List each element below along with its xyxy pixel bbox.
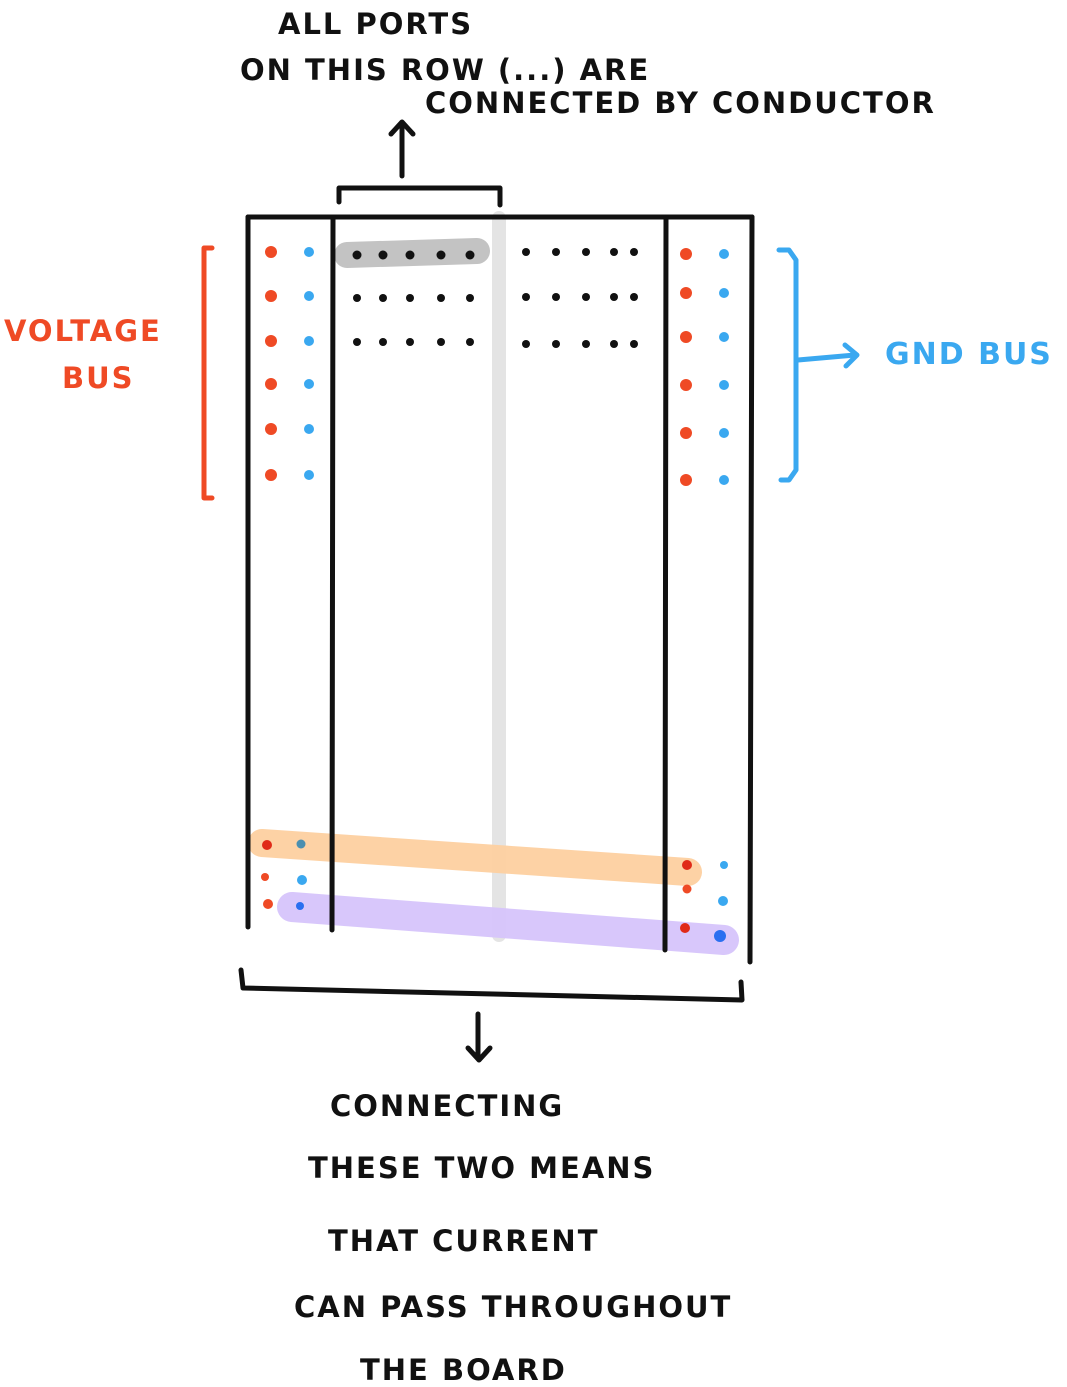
ground-port — [296, 839, 306, 849]
voltage-port — [265, 290, 277, 302]
voltage-port — [680, 379, 692, 391]
voltage-port — [680, 248, 692, 260]
bottom-annotation: CONNECTING THESE TWO MEANS THAT CURRENT … — [294, 1089, 732, 1387]
voltage-port — [680, 474, 692, 486]
voltage-port — [263, 899, 273, 909]
terminal-port — [552, 340, 560, 348]
ground-port — [304, 379, 314, 389]
voltage-port — [680, 331, 692, 343]
voltage-port — [261, 873, 269, 881]
terminal-port — [406, 338, 414, 346]
ground-port — [719, 249, 729, 259]
ground-port — [304, 470, 314, 480]
terminal-port — [406, 294, 414, 302]
voltage-port — [265, 469, 277, 481]
ground-port — [720, 861, 728, 869]
voltage-port — [265, 335, 277, 347]
terminal-port — [353, 338, 361, 346]
top-annotation: ALL PORTS ON THIS ROW (...) ARE CONNECTE… — [240, 7, 936, 120]
terminal-port — [610, 340, 618, 348]
terminal-port — [465, 250, 475, 260]
terminal-port — [610, 248, 618, 256]
breadboard — [245, 211, 755, 965]
terminal-port — [552, 248, 560, 256]
terminal-port — [352, 250, 362, 260]
bottom-note-line-3: THAT CURRENT — [328, 1224, 599, 1258]
voltage-port — [680, 427, 692, 439]
terminal-port — [353, 294, 361, 302]
left-rail-divider — [329, 214, 336, 933]
gnd-bus-label: GND BUS — [885, 337, 1053, 372]
terminal-port — [522, 340, 530, 348]
terminal-port — [437, 338, 445, 346]
top-note-line-1: ALL PORTS — [278, 7, 473, 41]
voltage-bus-label-line-2: BUS — [62, 361, 135, 395]
top-note-line-3: CONNECTED BY CONDUCTOR — [425, 86, 936, 120]
ground-connection-highlight — [277, 892, 739, 955]
bottom-note-line-1: CONNECTING — [330, 1089, 564, 1123]
ground-port — [304, 291, 314, 301]
bottom-note-line-2: THESE TWO MEANS — [308, 1151, 655, 1185]
arrow-up-icon — [388, 119, 416, 179]
bottom-bracket — [238, 967, 745, 1003]
terminal-port — [379, 338, 387, 346]
voltage-port — [680, 923, 690, 933]
terminal-port — [522, 293, 530, 301]
ground-port — [296, 902, 304, 910]
voltage-bus-label-line-1: VOLTAGE — [4, 314, 162, 348]
voltage-port — [682, 860, 692, 870]
arrow-right-icon — [795, 342, 860, 369]
terminal-port — [436, 250, 446, 260]
right-rail-divider — [662, 214, 669, 953]
ground-port — [297, 875, 307, 885]
arrow-down-icon — [465, 1011, 493, 1063]
voltage-port — [265, 423, 277, 435]
ground-port — [718, 896, 728, 906]
terminal-port — [610, 293, 618, 301]
board-right-edge — [747, 214, 755, 965]
top-note-line-2: ON THIS ROW (...) ARE — [240, 53, 650, 87]
terminal-port — [405, 250, 415, 260]
terminal-port — [630, 340, 638, 348]
terminal-port — [630, 293, 638, 301]
port-holes — [261, 246, 729, 942]
voltage-port — [680, 287, 692, 299]
voltage-connection-highlight — [248, 829, 702, 886]
gnd-bus-bracket — [776, 247, 799, 483]
terminal-port — [582, 340, 590, 348]
ground-port — [719, 288, 729, 298]
voltage-bus-bracket — [201, 245, 215, 501]
terminal-port — [466, 338, 474, 346]
ground-port — [719, 332, 729, 342]
ground-port — [719, 380, 729, 390]
voltage-port — [262, 840, 272, 850]
terminal-port — [379, 294, 387, 302]
terminal-port — [522, 248, 530, 256]
ground-port — [304, 336, 314, 346]
terminal-port — [437, 294, 445, 302]
terminal-port — [582, 248, 590, 256]
terminal-port — [582, 293, 590, 301]
voltage-port — [265, 246, 277, 258]
ground-port — [304, 247, 314, 257]
top-row-bracket — [336, 185, 503, 208]
terminal-port — [630, 248, 638, 256]
bottom-note-line-5: THE BOARD — [360, 1353, 567, 1387]
voltage-port — [265, 378, 277, 390]
ground-port — [304, 424, 314, 434]
terminal-port — [552, 293, 560, 301]
ground-port — [719, 475, 729, 485]
bottom-note-line-4: CAN PASS THROUGHOUT — [294, 1290, 732, 1324]
voltage-port — [682, 884, 692, 894]
ground-port — [714, 930, 726, 942]
terminal-port — [466, 294, 474, 302]
terminal-port — [378, 250, 388, 260]
ground-port — [719, 428, 729, 438]
